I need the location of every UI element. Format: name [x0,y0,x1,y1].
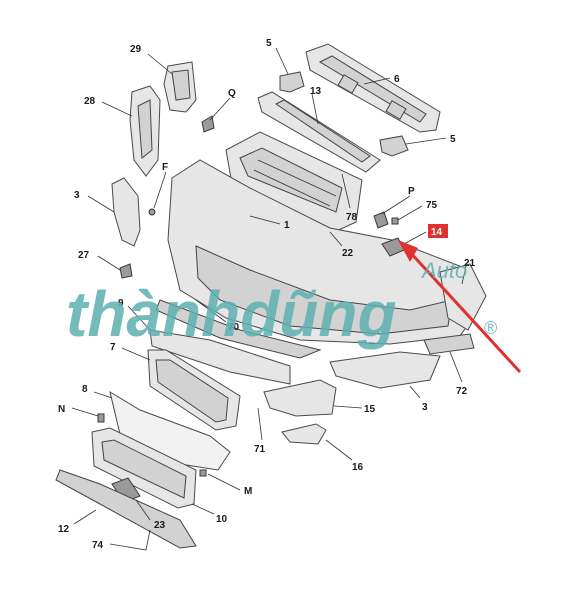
callout-75: 75 [426,200,438,211]
part-10-grille [91,427,197,509]
part-5-upper-clip [279,71,305,93]
callout-70: 70 [228,322,240,333]
callout-14-box [428,224,448,238]
part-16-insert [281,423,327,445]
watermark-accent: Auto [420,258,467,283]
part-3-side-bracket [111,177,141,247]
callout-28: 28 [84,96,96,107]
callout-f: F [162,162,168,173]
callout-12: 12 [58,524,70,535]
callout-q: Q [228,88,236,99]
callout-22: 22 [342,248,354,259]
callout-m: M [244,486,252,497]
part-27-clip [119,263,133,279]
callout-23: 23 [154,520,166,531]
part-28-deflector [129,85,161,177]
callout-8: 8 [82,384,88,395]
leader-lines [71,47,467,551]
callout-9: 9 [118,298,124,309]
callout-13: 13 [310,86,322,97]
watermark-registered-mark: ® [484,318,497,338]
callout-3-lower: 3 [422,402,428,413]
callout-n: N [58,404,65,415]
callout-7: 7 [110,342,116,353]
part-6-reinforcement-beam [305,43,441,133]
callout-10: 10 [216,514,228,525]
part-9-grille-surround [149,329,291,385]
callout-6: 6 [394,74,400,85]
part-75-clip [391,217,399,225]
callout-16: 16 [352,462,364,473]
part-q-clip [201,115,215,133]
callout-5-lower: 5 [450,134,456,145]
callout-71: 71 [254,444,266,455]
callout-labels: 29 5 28 Q 13 6 5 F 3 P 75 78 1 14 22 27 … [58,38,476,551]
part-m-clip [199,469,207,477]
part-13-absorber [257,91,381,173]
part-12-lower-strip [55,469,197,549]
part-29-bracket [163,61,197,113]
part-f-fastener [148,208,156,216]
callout-78: 78 [346,212,358,223]
part-15-fog-bezel [263,379,337,417]
part-21-side-trim [439,263,487,331]
callout-21: 21 [464,258,476,269]
part-n-clip [97,413,105,423]
callout-27: 27 [78,250,90,261]
part-3-lower-spoiler [329,351,441,389]
callout-1: 1 [284,220,290,231]
part-22-carrier [225,131,363,235]
part-5-lower-clip [379,135,409,157]
part-7-lower-grille [147,349,241,431]
callout-74: 74 [92,540,104,551]
callout-29: 29 [130,44,142,55]
callout-5-upper: 5 [266,38,272,49]
callout-p: P [408,186,415,197]
part-72-lip [423,333,475,355]
part-70-lower-strip [155,299,322,359]
watermark: thànhdũng Auto ® [66,258,497,350]
callout-72: 72 [456,386,468,397]
callout-15: 15 [364,404,376,415]
callout-3-upper: 3 [74,190,80,201]
part-p-clip [373,211,389,229]
callout-14: 14 [431,227,443,238]
watermark-text: thànhdũng [66,278,397,350]
highlight-arrow [398,240,522,374]
